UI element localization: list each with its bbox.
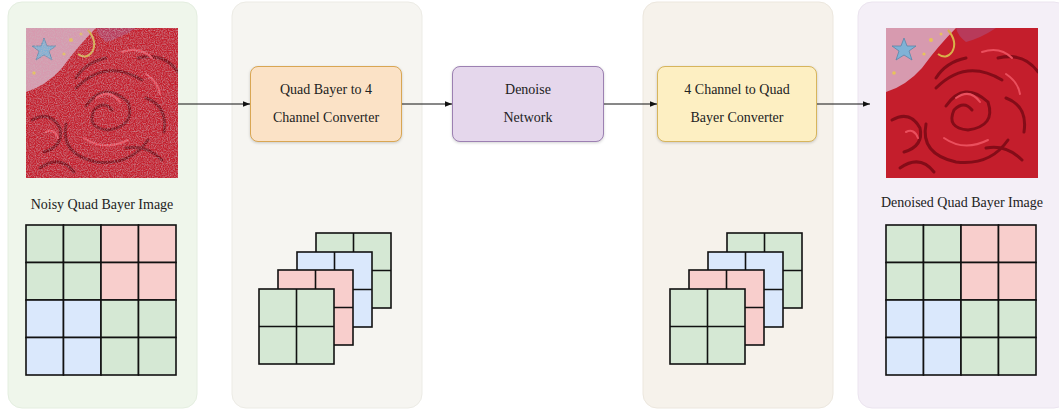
box-label: 4 Channel to Quad Bayer Converter [668, 76, 806, 132]
arrow-connector [604, 104, 657, 105]
box-label: Denoise Network [493, 76, 563, 132]
noisy-photo [26, 28, 178, 178]
arrow-connector [817, 104, 870, 105]
process-box: Denoise Network [452, 66, 604, 142]
panel [858, 2, 1059, 408]
quad-bayer-grid [26, 225, 176, 375]
process-box: Quad Bayer to 4 Channel Converter [250, 66, 402, 142]
panel [8, 2, 197, 408]
panel [232, 2, 422, 408]
box-label: Quad Bayer to 4 Channel Converter [261, 76, 391, 132]
image-caption: Denoised Quad Bayer Image [881, 194, 1043, 212]
denoised-photo [886, 28, 1038, 178]
arrow-connector [402, 104, 452, 105]
arrow-connector [178, 104, 250, 105]
panel [643, 2, 833, 408]
channel-stack [670, 233, 802, 364]
quad-bayer-grid [886, 225, 1036, 375]
image-panel: Noisy Quad Bayer Image [26, 28, 178, 214]
channel-stack [259, 233, 391, 364]
image-panel: Denoised Quad Bayer Image [870, 28, 1054, 212]
image-caption: Noisy Quad Bayer Image [31, 196, 174, 214]
process-box: 4 Channel to Quad Bayer Converter [657, 66, 817, 142]
